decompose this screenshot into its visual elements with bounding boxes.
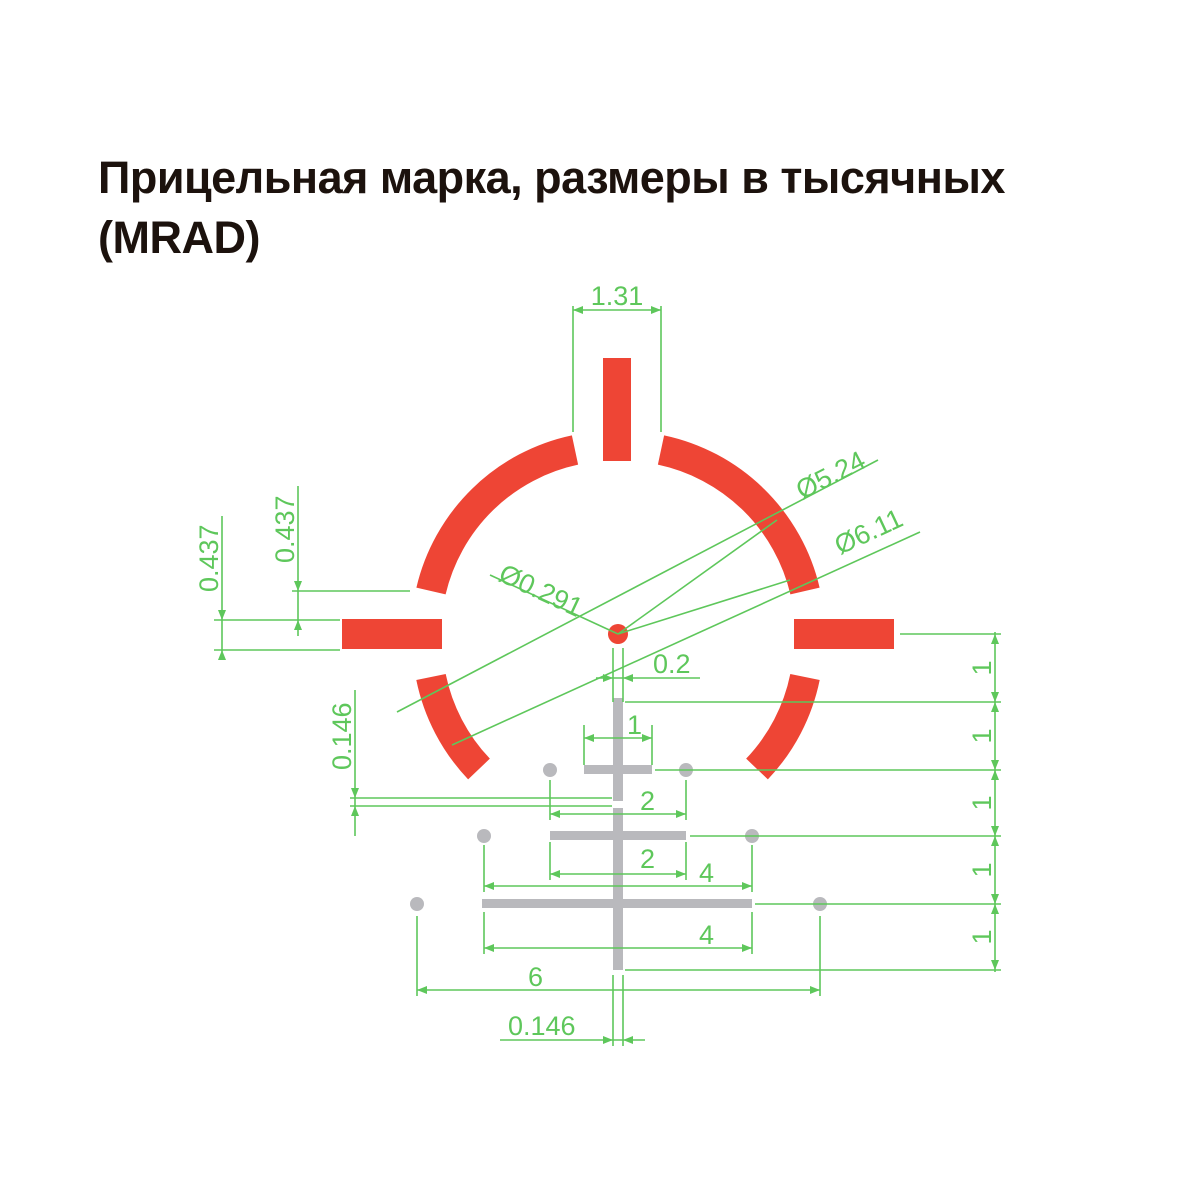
- label-inner-diameter: Ø6.11: [830, 503, 908, 560]
- red-reticle: [342, 358, 894, 649]
- right-bar: [794, 619, 894, 649]
- ladder-dot-4-left: [477, 829, 491, 843]
- label-outer-diameter: Ø5.24: [791, 445, 870, 505]
- ring-arc-top-left: [416, 435, 579, 595]
- holdover-ladder: [410, 698, 827, 970]
- label-outer-dots: 6: [528, 962, 543, 992]
- label-left-offset: 0.146: [327, 702, 357, 770]
- dimension-labels: 1.31 Ø5.24 Ø6.11 Ø0.291 0.437 0.437 0.14…: [194, 281, 997, 1041]
- ladder-stem-upper: [613, 698, 623, 801]
- top-post: [603, 358, 631, 461]
- ladder-stem-lower: [613, 808, 623, 970]
- ladder-dot-2-left: [543, 763, 557, 777]
- label-right-step-2: 1: [967, 728, 997, 743]
- label-third-bar: 2: [640, 844, 655, 874]
- label-fifth-bar: 4: [699, 920, 714, 950]
- ring-arc-bottom-left: [416, 673, 491, 780]
- label-left-gap-b: 0.437: [270, 495, 300, 563]
- label-fourth-bar: 4: [699, 858, 714, 888]
- ring-arc-top-right: [657, 435, 820, 595]
- label-dot-diameter: Ø0.291: [494, 558, 587, 623]
- label-right-step-3: 1: [967, 795, 997, 810]
- ladder-bar-3: [482, 899, 752, 908]
- label-left-gap-a: 0.437: [194, 524, 224, 592]
- page-title: Прицельная марка, размеры в тысячных (MR…: [98, 148, 1138, 268]
- dimension-arrows: [218, 306, 999, 1044]
- label-right-step-1: 1: [967, 660, 997, 675]
- label-second-bar: 2: [640, 786, 655, 816]
- title-line-2: (MRAD): [98, 212, 260, 263]
- title-line-1: Прицельная марка, размеры в тысячных: [98, 152, 1005, 203]
- label-top-post-width: 1.31: [591, 281, 644, 311]
- label-stem-width: 0.146: [508, 1011, 576, 1041]
- ladder-dot-6-left: [410, 897, 424, 911]
- ladder-bar-1: [584, 765, 652, 774]
- red-ring: [416, 435, 820, 780]
- label-first-bar: 1: [627, 710, 642, 740]
- label-right-step-5: 1: [967, 929, 997, 944]
- left-bar: [342, 619, 442, 649]
- ring-arc-bottom-right: [745, 673, 820, 780]
- dimension-lines: [214, 306, 1001, 1046]
- label-center-gap: 0.2: [653, 649, 691, 679]
- label-right-step-4: 1: [967, 862, 997, 877]
- ladder-bar-2: [550, 831, 686, 840]
